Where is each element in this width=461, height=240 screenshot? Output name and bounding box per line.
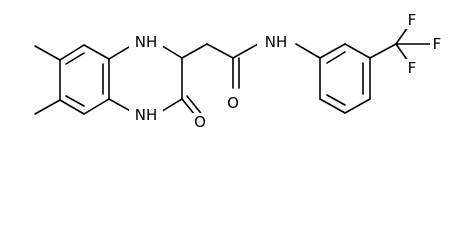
- chemical-structure-diagram: NH NH O O NH F F F: [34, 11, 442, 131]
- fluorine-bottom-label: F: [408, 59, 417, 77]
- fluorine-top-label: F: [408, 11, 417, 29]
- amide-oxygen-label: O: [227, 94, 239, 112]
- amide-nh-label: NH: [265, 33, 288, 51]
- nh-bottom-label: NH: [135, 106, 158, 124]
- trifluoromethyl-group: [369, 23, 432, 65]
- acetamide-chain: [181, 43, 321, 89]
- structure-canvas: NH NH O O NH F F F: [34, 11, 442, 131]
- fluorine-right-label: F: [433, 35, 442, 53]
- left-aromatic-ring: [59, 44, 110, 115]
- nh-top-label: NH: [135, 33, 158, 51]
- ketone-oxygen-label: O: [194, 113, 206, 131]
- methyl-groups: [34, 45, 61, 115]
- right-aromatic-ring: [319, 43, 371, 114]
